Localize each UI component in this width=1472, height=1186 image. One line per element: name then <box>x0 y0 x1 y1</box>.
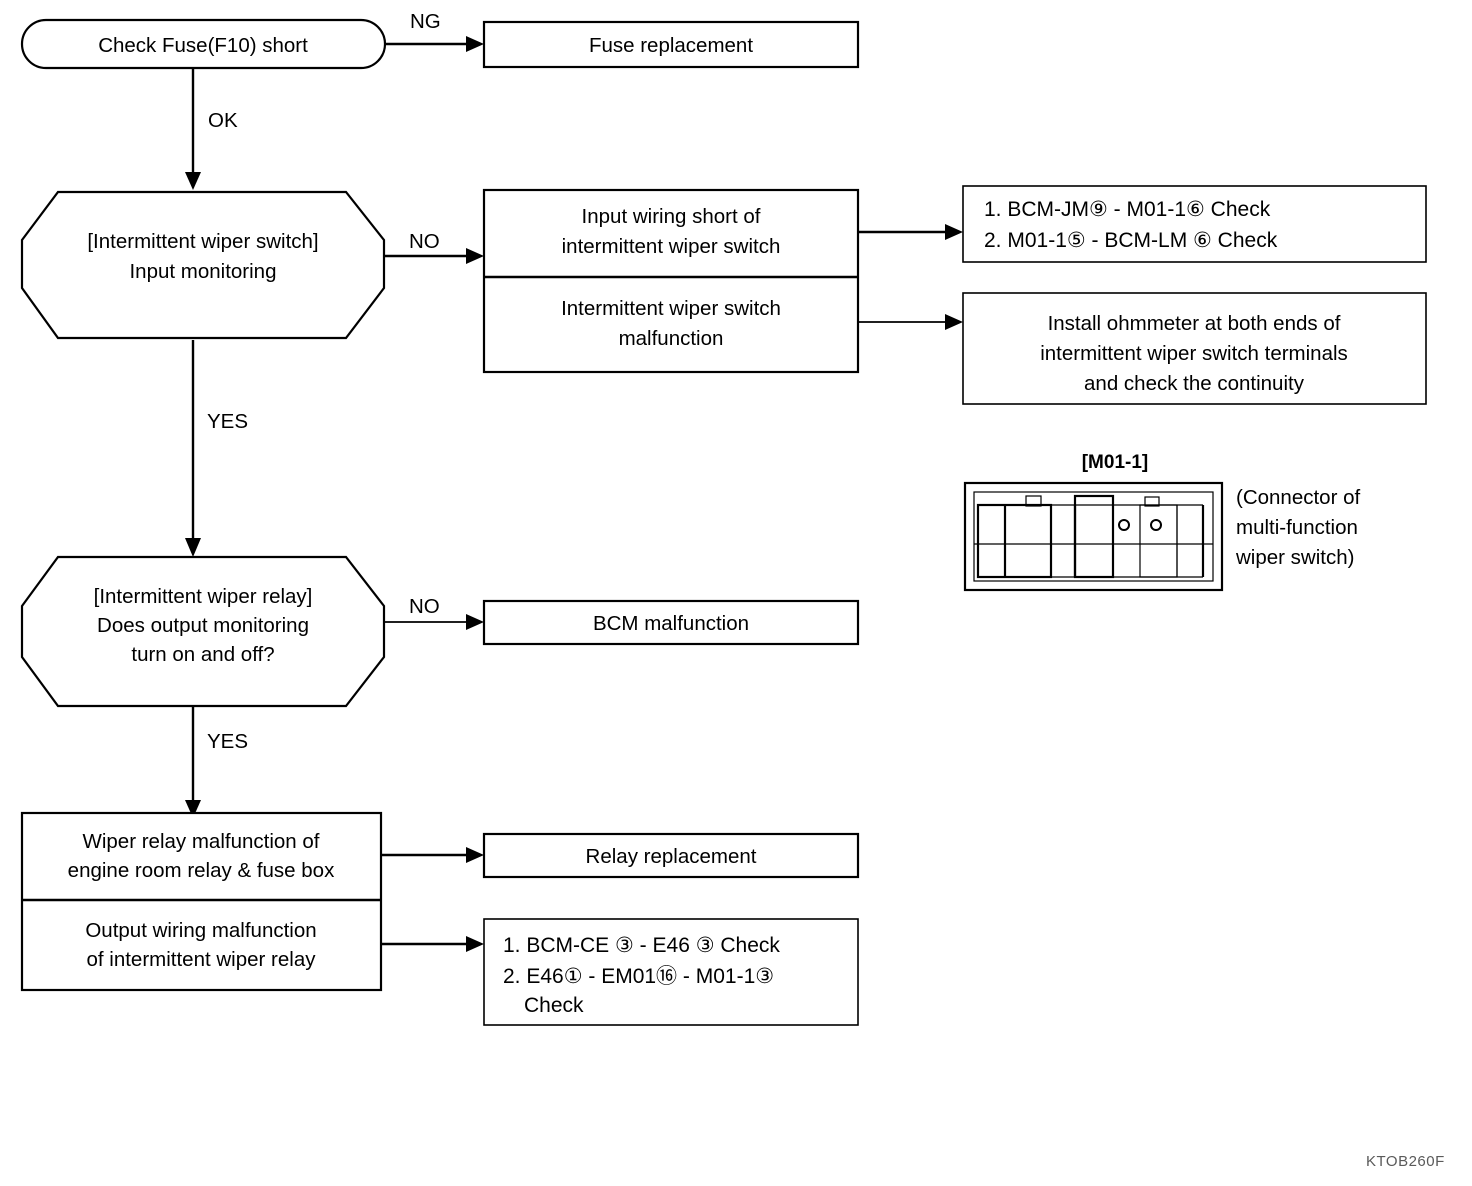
edge-fuse-ng <box>385 36 484 52</box>
edge-label-relay-yes: YES <box>207 730 248 753</box>
node-wiper-relay-malfunction-label-1: Wiper relay malfunction of <box>83 830 320 853</box>
node-relay-replacement-label: Relay replacement <box>586 845 757 868</box>
node-check-list-1-line-2: 2. M01-1⑤ - BCM-LM ⑥ Check <box>984 229 1278 252</box>
node-bcm-malfunction-label: BCM malfunction <box>593 612 749 635</box>
edge-fuse-ok <box>185 68 201 190</box>
node-check-fuse[interactable]: Check Fuse(F10) short <box>20 18 387 70</box>
edge-wiperrelay-to-relayreplacement <box>381 847 484 863</box>
edge-label-fuse-ok: OK <box>208 109 238 132</box>
node-bcm-malfunction[interactable]: BCM malfunction <box>482 599 860 646</box>
node-relay-output-monitoring-label-2: Does output monitoring <box>97 614 309 637</box>
node-check-list-1-line-1: 1. BCM-JM⑨ - M01-1⑥ Check <box>984 198 1271 221</box>
edge-label-switch-yes: YES <box>207 410 248 433</box>
node-relay-output-monitoring-label-3: turn on and off? <box>131 643 274 666</box>
node-switch-malfunction-label-1: Intermittent wiper switch <box>561 297 781 320</box>
node-switch-causes <box>482 188 860 374</box>
node-switch-input-monitoring-label-2: Input monitoring <box>129 260 276 283</box>
node-output-wiring-malfunction[interactable]: Output wiring malfunction of intermitten… <box>85 919 316 971</box>
node-fuse-replacement-label: Fuse replacement <box>589 34 753 57</box>
terminal-hole <box>1150 519 1162 531</box>
connector-note-line-1: (Connector of <box>1236 486 1361 509</box>
node-wiper-relay-malfunction-label-2: engine room relay & fuse box <box>68 859 335 882</box>
connector-note-line-3: wiper switch) <box>1235 546 1354 569</box>
node-switch-input-monitoring-label-1: [Intermittent wiper switch] <box>87 230 318 253</box>
node-ohmmeter-line-3: and check the continuity <box>1084 372 1305 395</box>
node-check-list-2-line-1: 1. BCM-CE ③ - E46 ③ Check <box>503 934 780 957</box>
connector-title: [M01-1] <box>1082 452 1149 473</box>
node-output-wiring-malfunction-label-2: of intermittent wiper relay <box>86 948 316 971</box>
edge-switchmalfunction-to-ohmmeter <box>858 314 963 330</box>
node-ohmmeter-line-2: intermittent wiper switch terminals <box>1040 342 1348 365</box>
edge-label-fuse-ng: NG <box>410 10 441 33</box>
node-ohmmeter-line-1: Install ohmmeter at both ends of <box>1048 312 1341 335</box>
node-input-wiring-short-label-1: Input wiring short of <box>582 205 761 228</box>
edge-inputwiring-to-checklist1 <box>858 224 963 240</box>
node-relay-output-monitoring-label-1: [Intermittent wiper relay] <box>94 585 313 608</box>
node-check-list-2-line-3: Check <box>524 994 584 1017</box>
node-switch-input-monitoring[interactable]: [Intermittent wiper switch] Input monito… <box>20 190 386 340</box>
edge-label-relay-no: NO <box>409 595 440 618</box>
edge-label-switch-no: NO <box>409 230 440 253</box>
node-check-fuse-label: Check Fuse(F10) short <box>98 34 308 57</box>
node-check-list-2-line-2: 2. E46① - EM01⑯ - M01-1③ <box>503 965 774 988</box>
terminal-hole <box>1118 519 1130 531</box>
edge-relay-no <box>384 614 484 630</box>
connector-note-line-2: multi-function <box>1236 516 1358 539</box>
node-check-list-1[interactable]: 1. BCM-JM⑨ - M01-1⑥ Check 2. M01-1⑤ - BC… <box>962 185 1427 263</box>
node-relay-causes <box>20 811 383 992</box>
edge-relay-yes <box>185 706 201 818</box>
node-switch-malfunction-label-2: malfunction <box>619 327 724 350</box>
node-input-wiring-short-label-2: intermittent wiper switch <box>562 235 781 258</box>
edge-outputwiring-to-checklist2 <box>381 936 484 952</box>
connector-note: (Connector of multi-function wiper switc… <box>1235 486 1361 569</box>
node-relay-replacement[interactable]: Relay replacement <box>482 832 860 879</box>
node-output-wiring-malfunction-label-1: Output wiring malfunction <box>85 919 316 942</box>
figure-code: KTOB260F <box>1366 1153 1445 1170</box>
node-wiper-relay-malfunction[interactable]: Wiper relay malfunction of engine room r… <box>68 830 335 882</box>
node-input-wiring-short[interactable]: Input wiring short of intermittent wiper… <box>562 205 781 258</box>
node-check-list-2[interactable]: 1. BCM-CE ③ - E46 ③ Check 2. E46① - EM01… <box>483 918 859 1026</box>
node-relay-output-monitoring[interactable]: [Intermittent wiper relay] Does output m… <box>20 555 386 708</box>
edge-switch-yes <box>185 340 201 557</box>
node-fuse-replacement[interactable]: Fuse replacement <box>482 20 860 69</box>
node-switch-malfunction[interactable]: Intermittent wiper switch malfunction <box>561 297 781 350</box>
connector-illustration: [M01-1] <box>963 452 1224 592</box>
node-ohmmeter-instruction[interactable]: Install ohmmeter at both ends of intermi… <box>962 292 1427 405</box>
edge-switch-no <box>384 248 484 264</box>
